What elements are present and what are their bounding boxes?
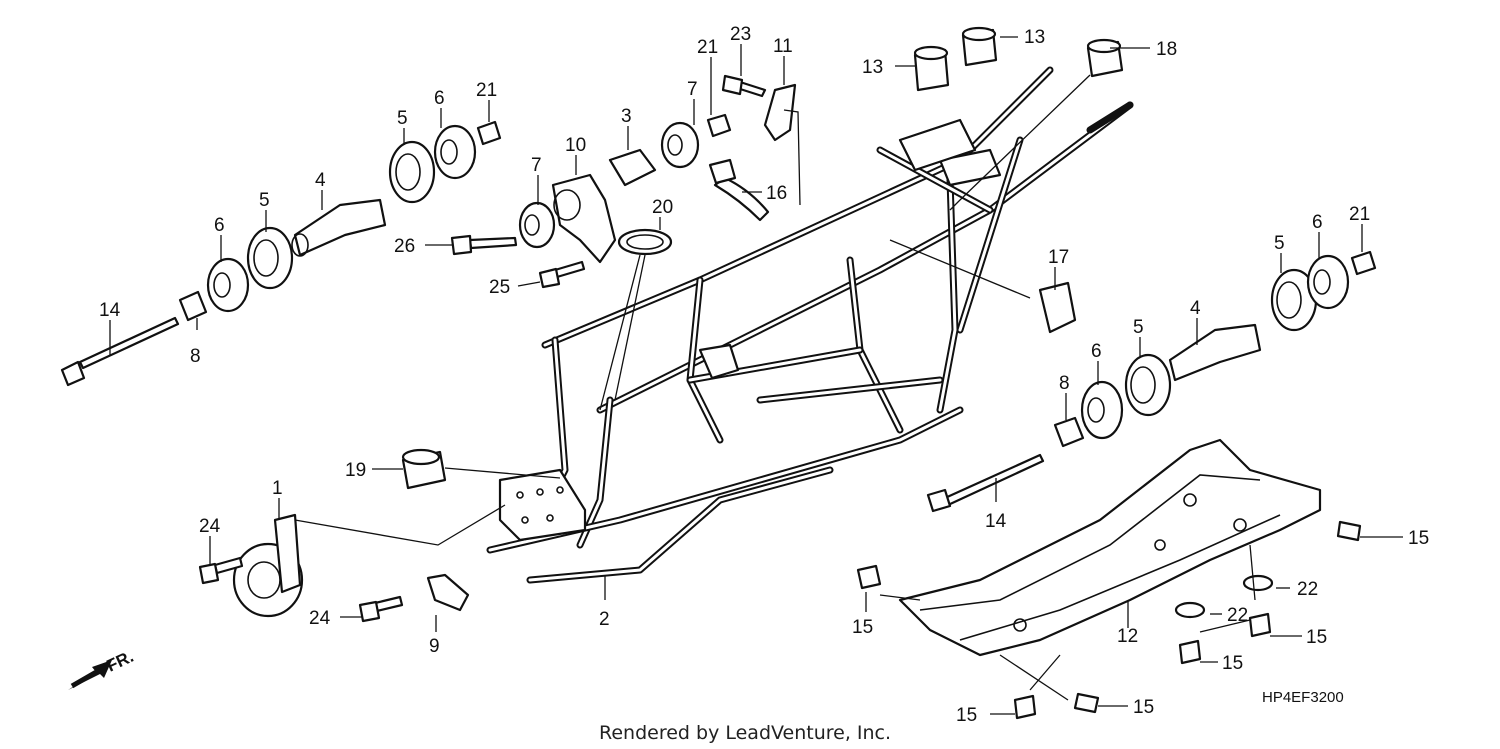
callout-17: 17	[1048, 247, 1069, 268]
callout-11: 11	[773, 36, 793, 57]
callout-21-c: 21	[1349, 204, 1370, 225]
upper-mount-stack	[450, 113, 732, 289]
callout-8-b: 8	[1059, 373, 1070, 394]
callout-9: 9	[429, 636, 440, 657]
callout-6-b: 6	[214, 215, 225, 236]
callout-5-b: 5	[259, 190, 270, 211]
callout-7-b: 7	[687, 79, 698, 100]
callout-labels: 1 2 3 4 4 5 5 5 5 6 6 6 6 7 7 8 8 9 10 1…	[99, 24, 1429, 726]
callout-23: 23	[730, 24, 751, 45]
right-mount-stack	[926, 250, 1377, 513]
left-mount-stack	[60, 120, 502, 387]
callout-13-a: 13	[862, 57, 883, 78]
frame-body	[486, 66, 1134, 584]
callout-15-a: 15	[1408, 528, 1429, 549]
callout-25: 25	[489, 277, 510, 298]
callout-20: 20	[652, 197, 673, 218]
callout-13-b: 13	[1024, 27, 1045, 48]
callout-19: 19	[345, 460, 366, 481]
callout-4-left: 4	[315, 170, 326, 191]
drawing-code: HP4EF3200	[1262, 689, 1344, 706]
horn-assembly	[198, 448, 470, 623]
callout-22-b: 22	[1227, 605, 1248, 626]
callout-15-d: 15	[1222, 653, 1243, 674]
callout-6-a: 6	[434, 88, 445, 109]
callout-8-a: 8	[190, 346, 201, 367]
top-small-parts	[617, 26, 1124, 334]
front-direction-label: FR.	[104, 647, 137, 676]
callout-18: 18	[1156, 39, 1177, 60]
callout-6-c: 6	[1091, 341, 1102, 362]
callout-5-d: 5	[1274, 233, 1285, 254]
callout-15-f: 15	[956, 705, 977, 726]
callout-26: 26	[394, 236, 415, 257]
callout-15-b: 15	[852, 617, 873, 638]
callout-3: 3	[621, 106, 632, 127]
callout-14-right: 14	[985, 511, 1007, 532]
render-credit: Rendered by LeadVenture, Inc.	[599, 722, 891, 744]
callout-2: 2	[599, 609, 610, 630]
front-arrow-icon	[68, 660, 112, 690]
callout-16: 16	[766, 183, 787, 204]
callout-21-b: 21	[697, 37, 718, 58]
callout-14-left: 14	[99, 300, 121, 321]
callout-5-c: 5	[1133, 317, 1144, 338]
skid-plate	[898, 438, 1322, 657]
callout-24-b: 24	[309, 608, 331, 629]
callout-6-d: 6	[1312, 212, 1323, 233]
callout-15-c: 15	[1306, 627, 1327, 648]
bolts-and-washers	[856, 520, 1362, 720]
callout-24-a: 24	[199, 516, 221, 537]
callout-15-e: 15	[1133, 697, 1154, 718]
callout-21-a: 21	[476, 80, 497, 101]
callout-1: 1	[272, 478, 283, 499]
leader-lines	[109, 36, 1403, 715]
callout-7-a: 7	[531, 155, 542, 176]
callout-12: 12	[1117, 626, 1138, 647]
callout-5-a: 5	[397, 108, 408, 129]
callout-10: 10	[565, 135, 586, 156]
callout-4-right: 4	[1190, 298, 1201, 319]
callout-22-a: 22	[1297, 579, 1318, 600]
